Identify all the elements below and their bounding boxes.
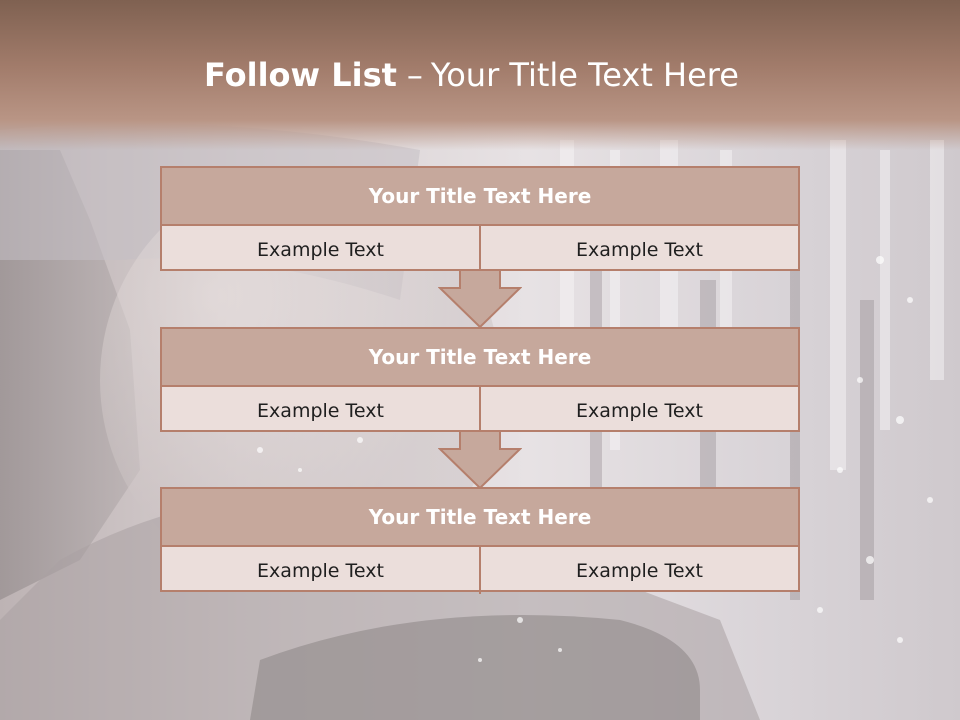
step-row: Example Text Example Text xyxy=(162,387,798,434)
step-row: Example Text Example Text xyxy=(162,547,798,594)
step-title: Your Title Text Here xyxy=(162,329,798,387)
step-row: Example Text Example Text xyxy=(162,226,798,273)
down-arrow-icon xyxy=(438,270,522,329)
down-arrow-icon xyxy=(438,431,522,490)
title-separator: – xyxy=(406,56,423,94)
title-bold: Follow List xyxy=(204,56,397,94)
step-box-1: Your Title Text Here Example Text Exampl… xyxy=(160,166,800,273)
title-rest: Your Title Text Here xyxy=(430,56,739,94)
step-title: Your Title Text Here xyxy=(162,489,798,547)
step-box-3: Your Title Text Here Example Text Exampl… xyxy=(160,487,800,594)
step-right-text: Example Text xyxy=(479,226,798,273)
step-right-text: Example Text xyxy=(479,547,798,594)
step-left-text: Example Text xyxy=(257,399,384,422)
header-band xyxy=(0,0,960,150)
step-right-text: Example Text xyxy=(479,387,798,434)
step-box-2: Your Title Text Here Example Text Exampl… xyxy=(160,327,800,434)
step-left-text: Example Text xyxy=(257,559,384,582)
step-left-text: Example Text xyxy=(257,238,384,261)
slide-title: Follow List–Your Title Text Here xyxy=(0,56,943,94)
step-title: Your Title Text Here xyxy=(162,168,798,226)
